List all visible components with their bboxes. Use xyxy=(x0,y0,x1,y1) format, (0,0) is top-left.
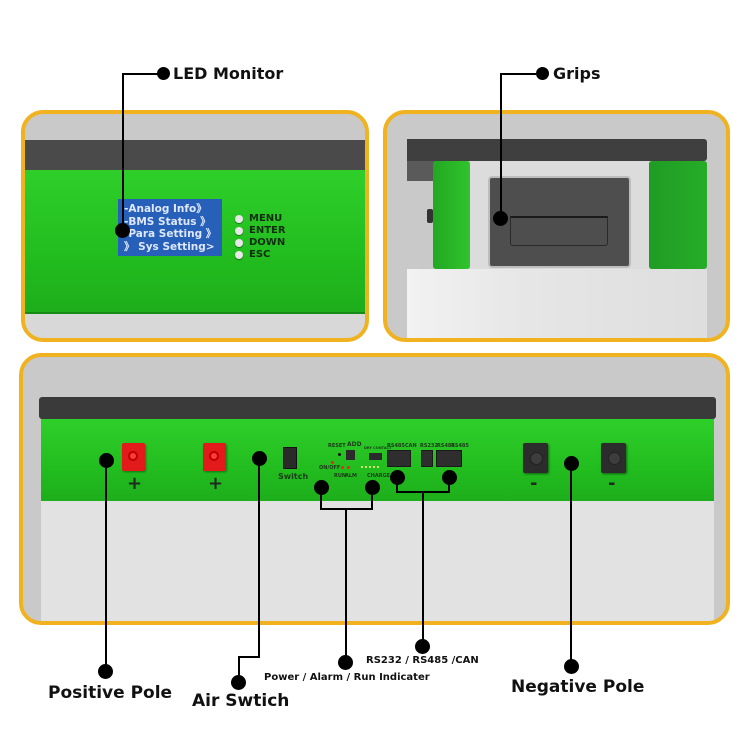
port-label: RS485 xyxy=(451,443,469,449)
positive-pole-label: Positive Pole xyxy=(48,683,173,703)
charge-leds xyxy=(361,466,381,468)
on-off-label: ON/OFF xyxy=(319,465,341,471)
air-switch-label: Air Swtich xyxy=(192,691,290,711)
callout-dot xyxy=(157,67,170,80)
negative-sign: - xyxy=(530,473,538,494)
menu-button[interactable]: MENU xyxy=(235,213,282,224)
positive-sign: + xyxy=(208,473,224,494)
rs485-can-port[interactable] xyxy=(387,450,411,467)
callout-dot xyxy=(415,639,430,654)
button-label: MENU xyxy=(249,213,283,224)
run-label: RUN xyxy=(334,473,347,479)
callout-line xyxy=(570,463,572,665)
callout-dot xyxy=(493,211,508,226)
callout-line xyxy=(396,478,398,493)
lcd-line: -Analog Info》 xyxy=(124,203,207,215)
reset-button[interactable] xyxy=(338,453,341,456)
callout-line xyxy=(500,73,502,218)
callout-dot xyxy=(536,67,549,80)
reset-label: RESET xyxy=(328,443,346,449)
run-led xyxy=(341,466,344,469)
grips-label: Grips xyxy=(553,64,601,83)
callout-line xyxy=(258,458,260,658)
button-light xyxy=(235,238,243,247)
comm-ports-label: RS232 / RS485 /CAN xyxy=(366,655,479,666)
callout-line xyxy=(238,656,260,658)
alarm-led xyxy=(347,466,350,469)
callout-dot xyxy=(314,480,329,495)
green-side-right xyxy=(649,161,707,269)
top-cover xyxy=(407,139,707,161)
grips-panel xyxy=(383,110,730,342)
button-label: ENTER xyxy=(249,225,286,236)
add-switch[interactable] xyxy=(346,450,355,460)
bottom-casing xyxy=(41,501,714,621)
port-label: RS232 xyxy=(420,443,438,449)
callout-dot xyxy=(98,664,113,679)
callout-dot xyxy=(442,470,457,485)
led-monitor-panel: -Analog Info》 -BMS Status 》 -Para Settin… xyxy=(21,110,369,342)
enter-button[interactable]: ENTER xyxy=(235,225,286,236)
callout-line xyxy=(448,478,450,493)
callout-line xyxy=(320,488,322,510)
bottom-casing xyxy=(25,314,365,338)
top-cover xyxy=(25,140,365,170)
port-label: CAN xyxy=(405,443,417,449)
add-label: ADD xyxy=(347,441,362,448)
callout-line xyxy=(371,488,373,510)
negative-sign: - xyxy=(608,473,616,494)
callout-dot xyxy=(231,675,246,690)
switch-label: Switch xyxy=(278,472,309,481)
callout-dot xyxy=(365,480,380,495)
power-led xyxy=(331,461,334,464)
casing xyxy=(407,269,707,338)
front-panel: + + Switch RESET ADD DRY CONTACT ON/OFF … xyxy=(19,353,730,625)
callout-dot xyxy=(564,659,579,674)
charge-label: CHARGE xyxy=(367,473,391,479)
top-cover xyxy=(39,397,716,419)
negative-terminal xyxy=(523,443,548,473)
callout-dot xyxy=(338,655,353,670)
callout-dot xyxy=(115,223,130,238)
port-label: RS485 xyxy=(387,443,405,449)
positive-terminal xyxy=(122,443,145,471)
air-switch[interactable] xyxy=(283,447,297,469)
port-label: RS485 xyxy=(437,443,455,449)
button-light xyxy=(235,214,243,223)
callout-dot xyxy=(390,470,405,485)
callout-line xyxy=(500,73,536,75)
down-button[interactable]: DOWN xyxy=(235,237,285,248)
rs232-port[interactable] xyxy=(421,450,433,467)
button-label: ESC xyxy=(249,249,271,260)
lcd-line: -Para Setting 》 xyxy=(124,228,217,240)
callout-line xyxy=(105,460,107,672)
callout-line xyxy=(345,508,347,660)
lcd-line: 》 Sys Setting> xyxy=(124,240,215,253)
negative-terminal xyxy=(601,443,626,473)
button-label: DOWN xyxy=(249,237,286,248)
grip-slot xyxy=(510,216,608,246)
callout-line xyxy=(122,73,124,230)
lcd-line: -BMS Status 》 xyxy=(124,215,211,228)
side-knob xyxy=(427,209,433,223)
callout-line xyxy=(238,656,240,681)
lcd-screen: -Analog Info》 -BMS Status 》 -Para Settin… xyxy=(118,199,222,256)
negative-pole-label: Negative Pole xyxy=(511,677,645,697)
dry-contact-port xyxy=(369,453,382,460)
callout-line xyxy=(422,491,424,646)
top-cover-side xyxy=(407,161,435,181)
positive-sign: + xyxy=(127,473,143,494)
button-light xyxy=(235,250,243,259)
dry-contact-label: DRY CONTACT xyxy=(364,446,392,450)
positive-terminal xyxy=(203,443,226,471)
indicator-label: Power / Alarm / Run Indicater xyxy=(264,672,430,683)
green-side-left xyxy=(433,161,470,269)
button-light xyxy=(235,226,243,235)
alm-label: ALM xyxy=(345,473,358,479)
led-monitor-label: LED Monitor xyxy=(173,64,284,83)
grip-handle[interactable] xyxy=(488,176,631,268)
callout-line xyxy=(122,73,164,75)
esc-button[interactable]: ESC xyxy=(235,249,270,260)
rs485-port-pair[interactable] xyxy=(436,450,462,467)
